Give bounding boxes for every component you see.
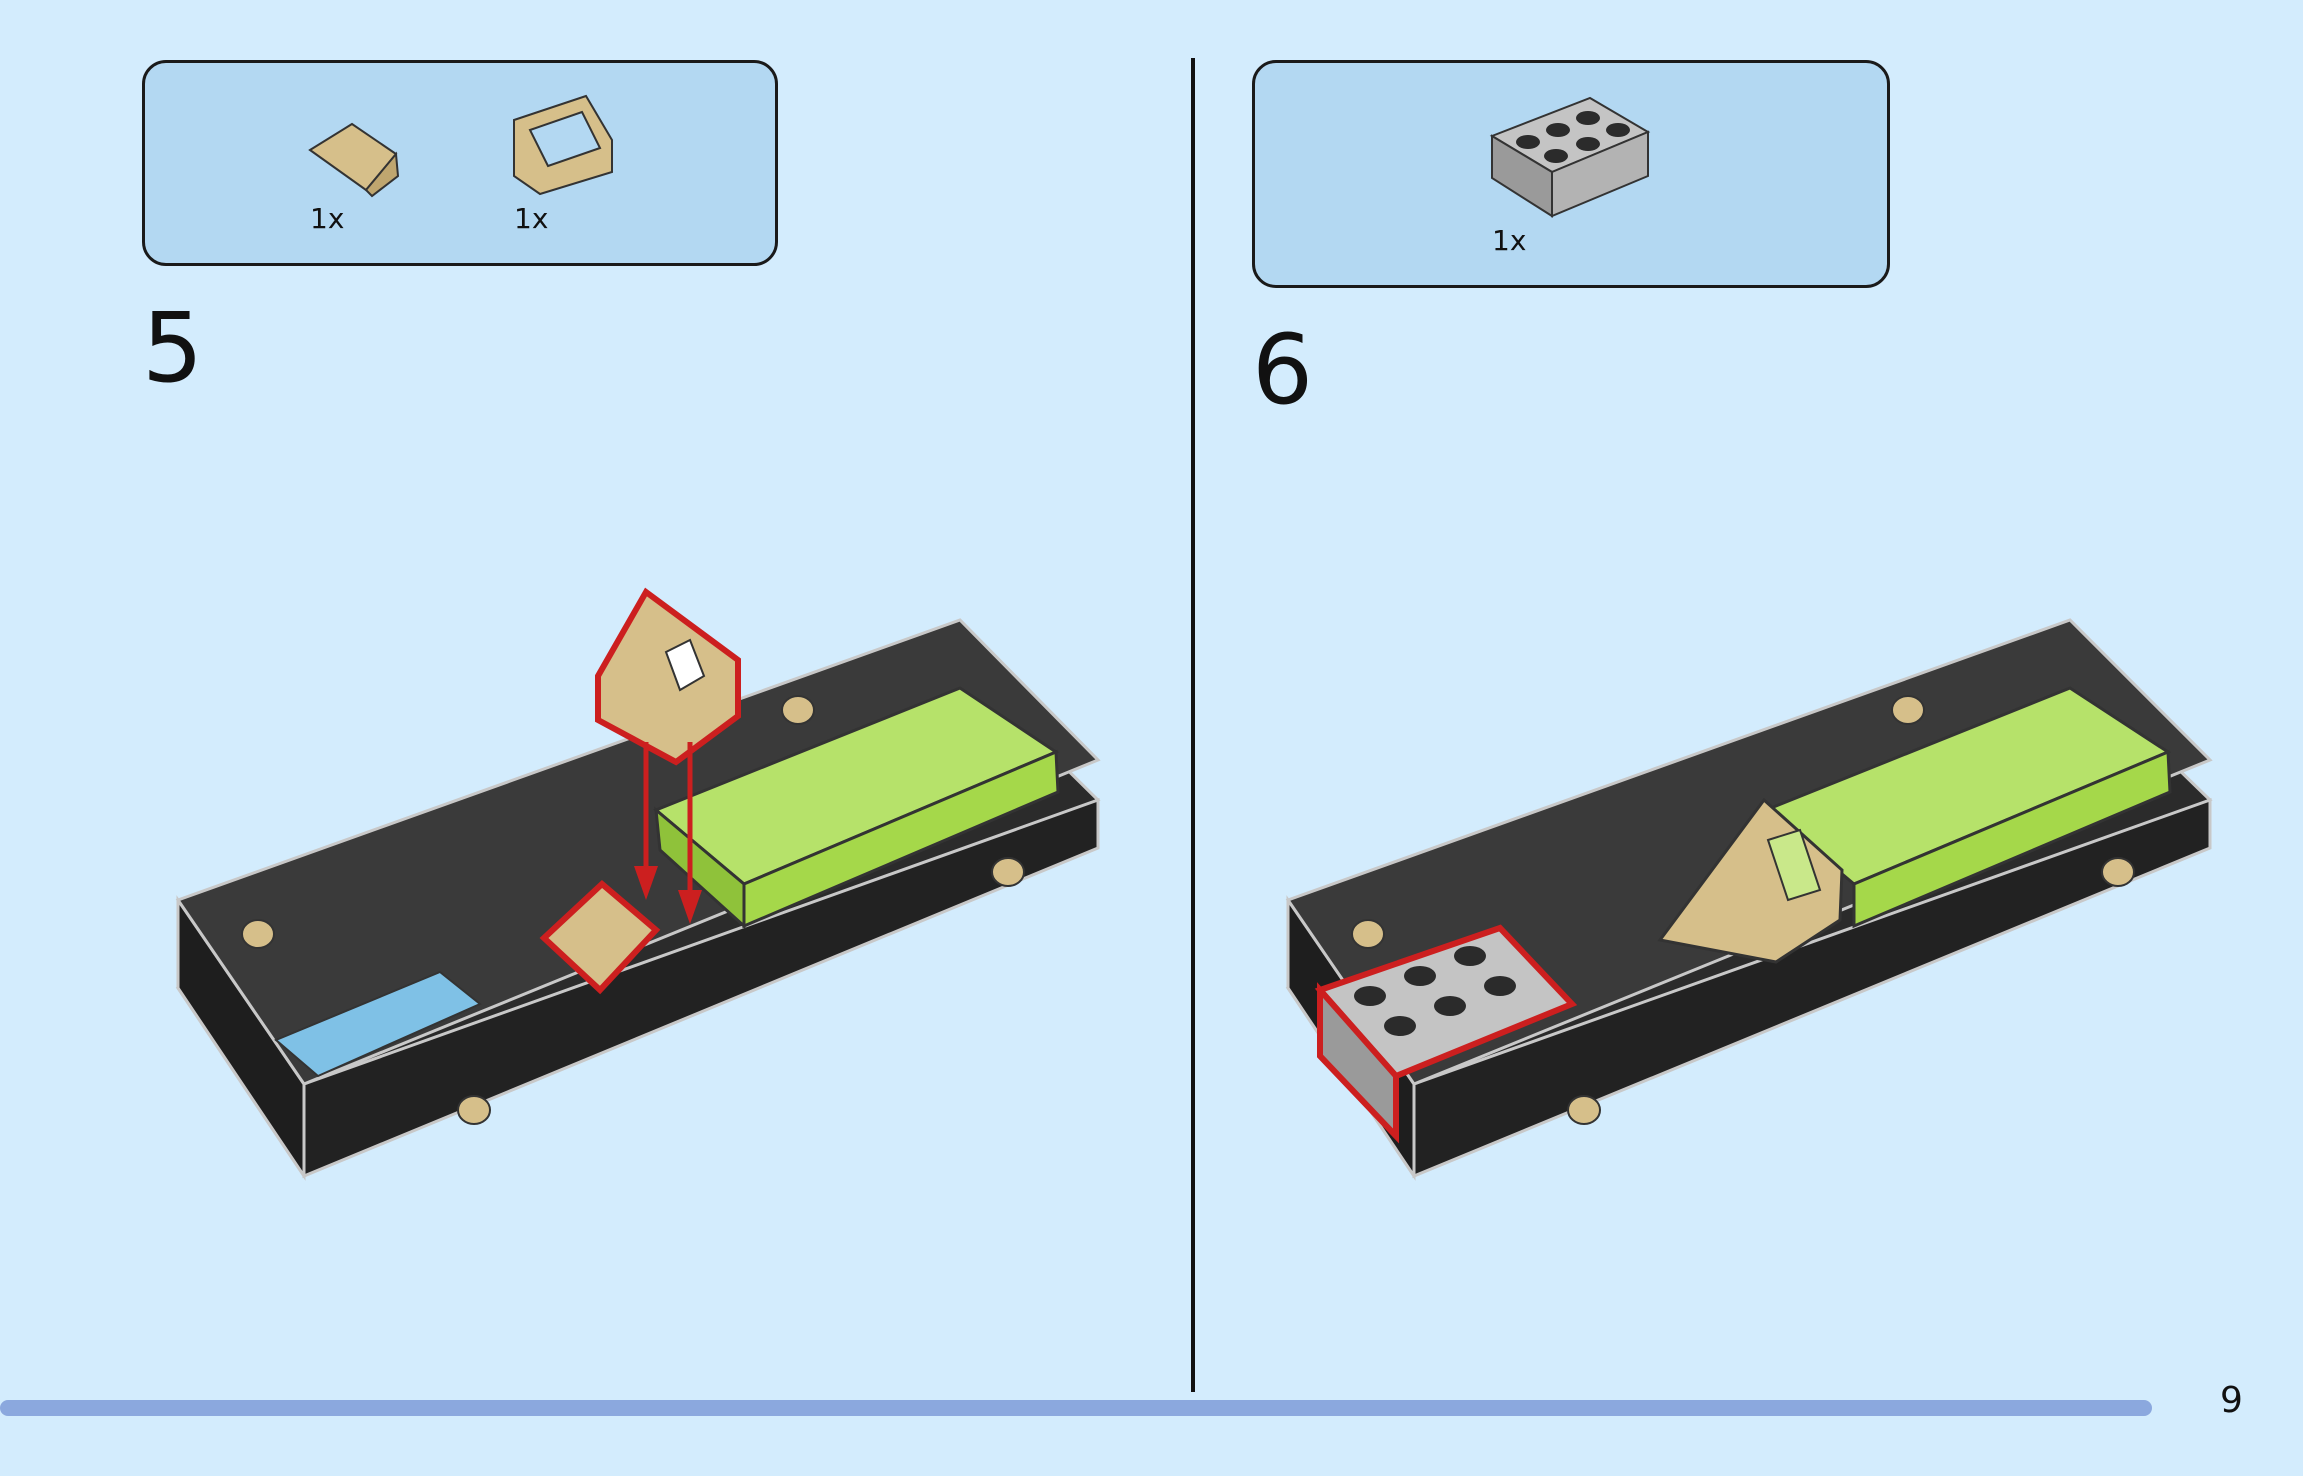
tan-windscreen-icon bbox=[513, 94, 613, 196]
step-number: 6 bbox=[1252, 314, 1314, 426]
part-qty: 1x bbox=[514, 202, 549, 235]
gray-2x3-brick-icon bbox=[1489, 96, 1651, 218]
part-qty: 1x bbox=[310, 202, 345, 235]
tan-slope-brick-icon bbox=[308, 122, 400, 198]
placement-arrow-icon bbox=[634, 742, 702, 924]
tan-axle-pin-icon bbox=[241, 695, 1025, 1125]
tan-axle-pin-icon bbox=[1351, 695, 2135, 1125]
lime-brick-icon bbox=[1763, 686, 2172, 929]
tan-windscreen-icon bbox=[595, 587, 741, 766]
page-number: 9 bbox=[2220, 1380, 2243, 1421]
part-qty: 1x bbox=[1492, 224, 1527, 257]
progress-bar bbox=[0, 1400, 2152, 1416]
lime-brick-icon bbox=[653, 686, 1060, 930]
gray-2x3-brick-icon bbox=[1314, 924, 1578, 1144]
tan-windscreen-icon bbox=[1657, 797, 1844, 964]
column-divider bbox=[1191, 58, 1195, 1392]
tan-slope-brick-icon bbox=[539, 879, 661, 995]
step-number: 5 bbox=[142, 292, 204, 404]
parts-panel-step-5 bbox=[142, 60, 778, 266]
azure-tile-icon bbox=[274, 970, 482, 1078]
